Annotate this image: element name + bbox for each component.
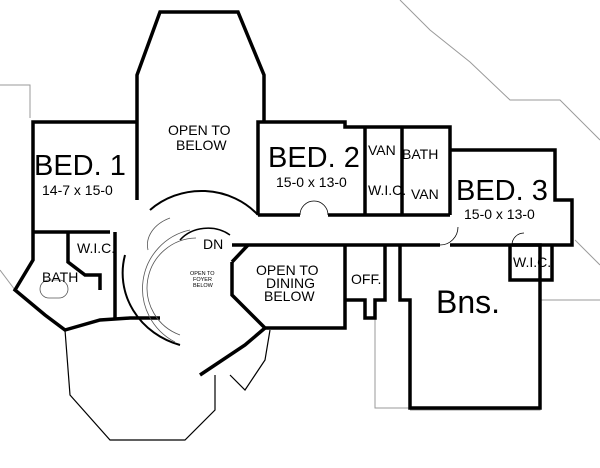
bed2-size: 15-0 x 13-0 bbox=[276, 174, 347, 190]
bonus-label: Bns. bbox=[436, 284, 501, 320]
bed2-label: BED. 2 bbox=[268, 142, 360, 174]
bed3-size: 15-0 x 13-0 bbox=[464, 206, 535, 222]
open-to-dining-line2: DINING bbox=[266, 275, 315, 291]
tub bbox=[39, 279, 69, 299]
stair bbox=[142, 217, 197, 343]
bath1-label: BATH bbox=[42, 269, 79, 285]
van2-label: VAN bbox=[411, 186, 439, 202]
open-to-below-line1: OPEN TO bbox=[168, 122, 231, 138]
open-to-foyer-line1: OPEN TO bbox=[190, 271, 215, 277]
open-to-below-line2: BELOW bbox=[176, 137, 227, 153]
open-to-foyer-line2: FOYER bbox=[193, 277, 212, 283]
wic1-label: W.I.C. bbox=[77, 240, 116, 256]
open-to-dining-line3: BELOW bbox=[264, 288, 315, 304]
open-to-dining-line1: OPEN TO bbox=[256, 262, 319, 278]
van1-label: VAN bbox=[368, 142, 396, 158]
wic3-label: W.I.C. bbox=[513, 254, 552, 270]
bed3-label: BED. 3 bbox=[456, 175, 548, 207]
bath2-label: BATH bbox=[402, 146, 439, 162]
doors bbox=[299, 200, 525, 246]
lower-bay-outline bbox=[64, 329, 271, 441]
wic2-label: W.I.C. bbox=[368, 182, 407, 198]
walls bbox=[12, 10, 574, 410]
office-label: OFF. bbox=[351, 271, 382, 287]
bed1-size: 14-7 x 15-0 bbox=[42, 182, 113, 198]
bed1-label: BED. 1 bbox=[34, 150, 126, 182]
open-to-foyer-line3: BELOW bbox=[193, 283, 213, 289]
stair-dn-label: DN bbox=[203, 236, 224, 252]
